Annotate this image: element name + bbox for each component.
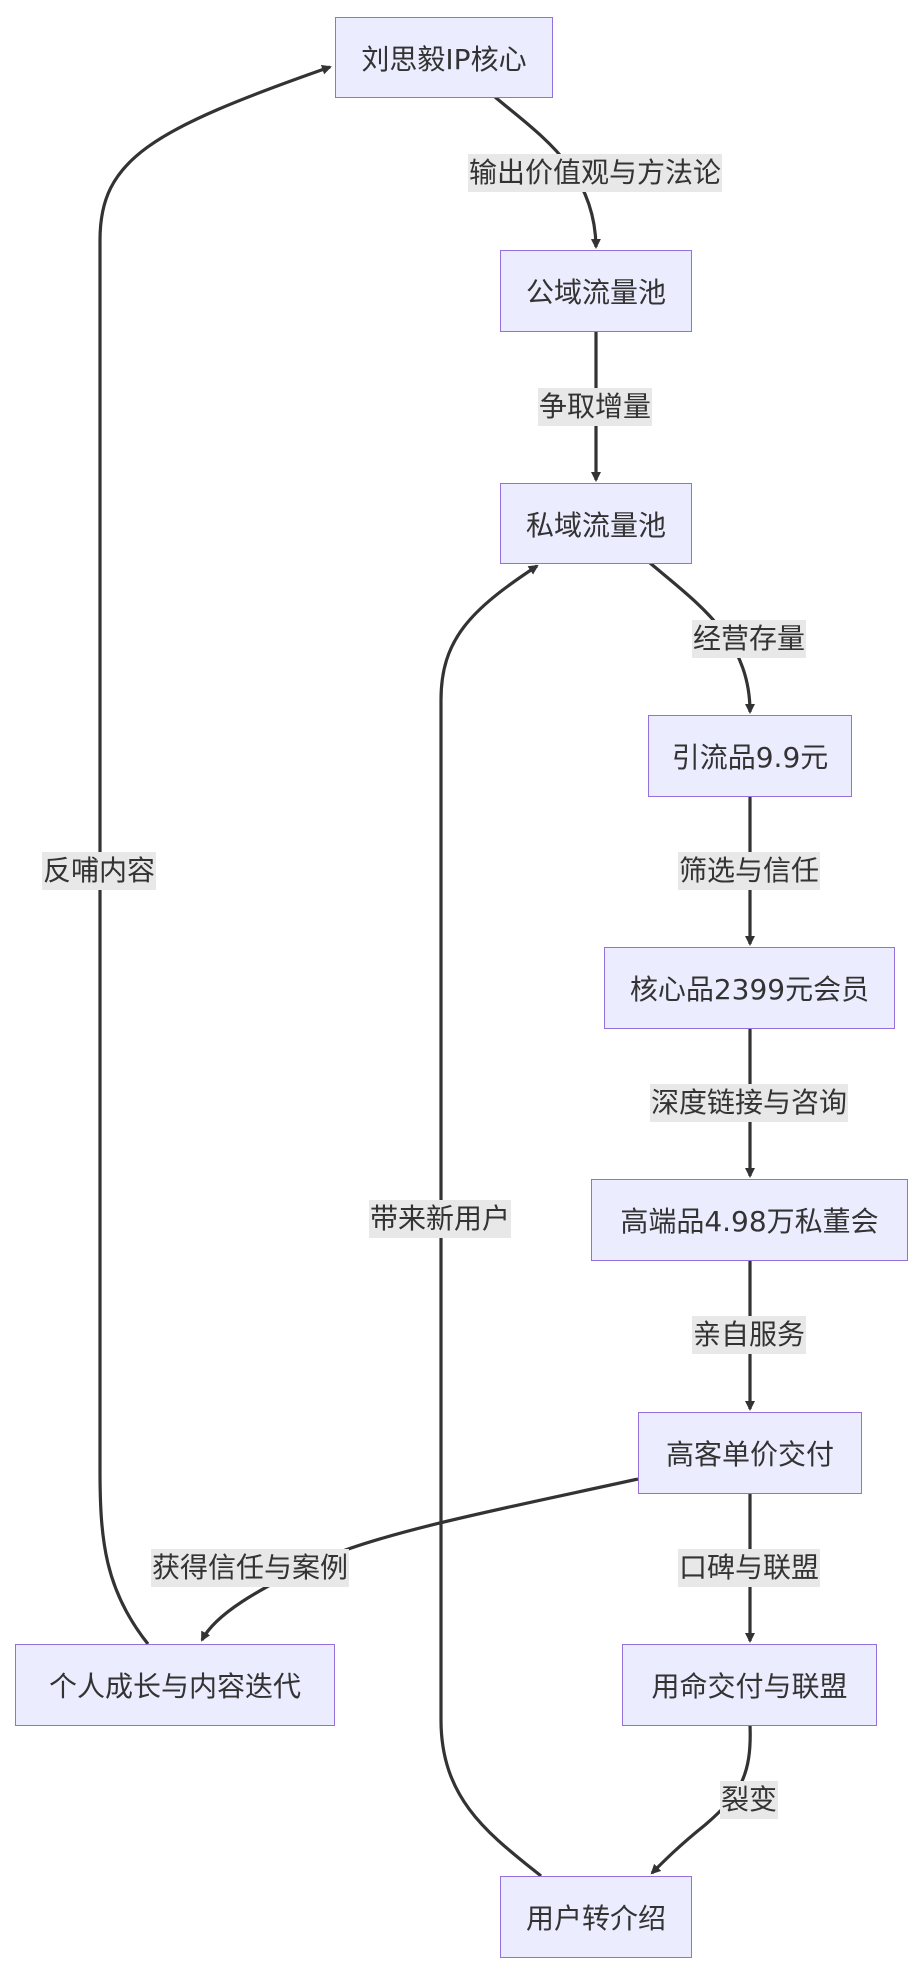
node-premium-product: 高端品4.98万私董会 [591, 1179, 908, 1261]
edge-label-premium-to-delivery: 亲自服务 [691, 1316, 807, 1354]
edge-label-delivery-to-committed: 口碑与联盟 [677, 1549, 821, 1587]
node-high-value-delivery-label: 高客单价交付 [665, 1438, 834, 1471]
edge-label-committed-to-referral: 裂变 [719, 1781, 779, 1819]
node-private-pool: 私域流量池 [500, 483, 692, 564]
edge-label-lead-to-core: 筛选与信任 [677, 852, 821, 890]
node-committed-delivery-label: 用命交付与联盟 [651, 1670, 848, 1703]
edge-referral-to-private [439, 564, 543, 1878]
edge-label-core-to-premium: 深度链接与咨询 [649, 1084, 849, 1122]
node-ip-core-label: 刘思毅IP核心 [361, 42, 527, 76]
edge-label-private-to-lead: 经营存量 [691, 620, 807, 658]
node-premium-product-label: 高端品4.98万私董会 [620, 1205, 879, 1238]
node-committed-delivery: 用命交付与联盟 [622, 1644, 877, 1726]
node-lead-product-label: 引流品9.9元 [671, 741, 829, 774]
edge-committed-to-referral [650, 1724, 752, 1875]
node-public-pool: 公域流量池 [500, 250, 692, 332]
node-public-pool-label: 公域流量池 [525, 276, 666, 309]
node-referral-label: 用户转介绍 [525, 1902, 666, 1935]
node-private-pool-label: 私域流量池 [525, 508, 666, 542]
node-core-product-label: 核心品2399元会员 [629, 973, 870, 1006]
node-growth-iteration-label: 个人成长与内容迭代 [48, 1670, 301, 1703]
node-high-value-delivery: 高客单价交付 [638, 1412, 862, 1494]
node-core-product: 核心品2399元会员 [604, 947, 895, 1029]
edge-label-public-to-private: 争取增量 [537, 388, 653, 426]
edge-label-ip-to-public: 输出价值观与方法论 [467, 154, 723, 192]
node-referral: 用户转介绍 [500, 1876, 692, 1958]
edge-label-growth-to-ip: 反哺内容 [41, 852, 157, 890]
node-growth-iteration: 个人成长与内容迭代 [15, 1644, 335, 1726]
node-lead-product: 引流品9.9元 [648, 715, 852, 797]
edge-label-referral-to-private: 带来新用户 [368, 1200, 512, 1238]
edge-label-delivery-to-growth: 获得信任与案例 [150, 1549, 350, 1587]
node-ip-core: 刘思毅IP核心 [335, 17, 553, 98]
edge-growth-to-ip [98, 64, 332, 1645]
